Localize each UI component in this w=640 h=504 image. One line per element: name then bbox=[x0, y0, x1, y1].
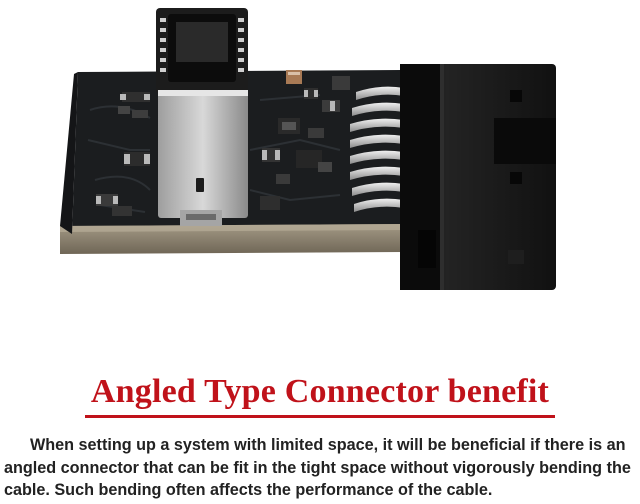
product-photo bbox=[60, 8, 556, 290]
heading-container: Angled Type Connector benefit bbox=[0, 372, 640, 418]
connector-pins bbox=[350, 86, 404, 212]
smd-components bbox=[96, 70, 350, 216]
vertical-receptacle bbox=[156, 8, 248, 226]
description-paragraph: When setting up a system with limited sp… bbox=[4, 436, 631, 499]
section-heading: Angled Type Connector benefit bbox=[84, 372, 556, 418]
angled-header-housing bbox=[400, 64, 556, 290]
